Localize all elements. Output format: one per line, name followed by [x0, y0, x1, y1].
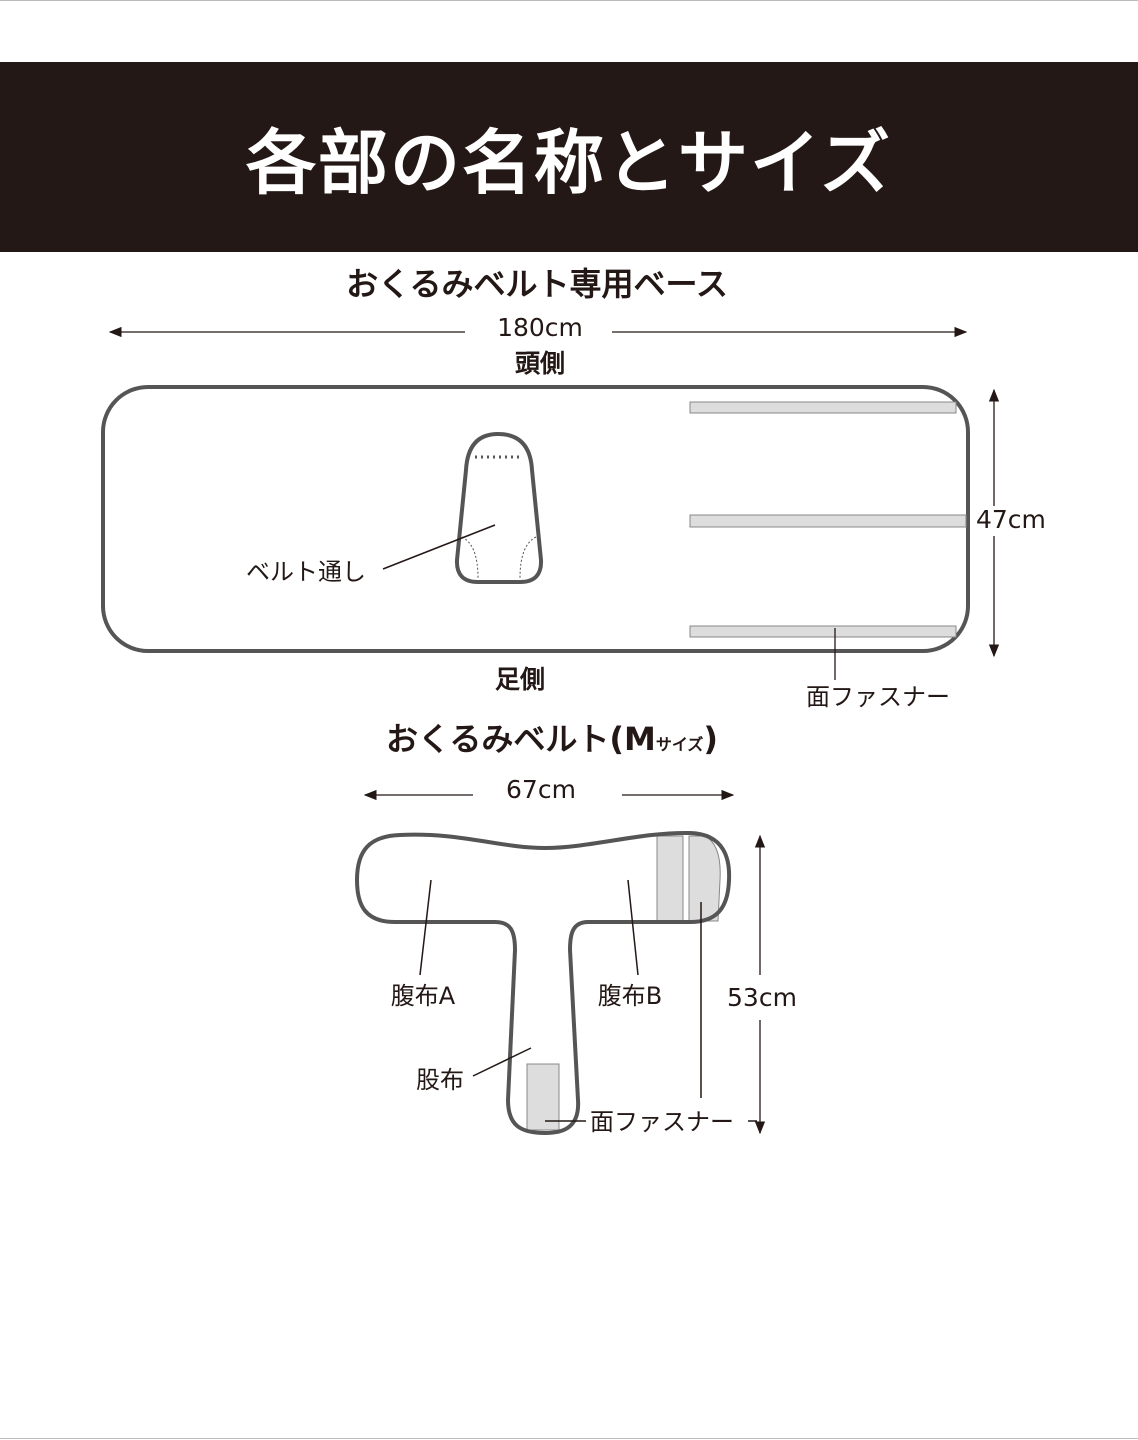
- base-height-label: 47cm: [976, 505, 1046, 534]
- belly-b-label: 腹布B: [598, 982, 662, 1010]
- velcro-strip-middle: [689, 514, 967, 528]
- belt-loop-leader: [382, 524, 496, 570]
- belt-subtitle: おくるみベルト(Mサイズ): [386, 720, 718, 758]
- velcro-strip-top: [689, 401, 957, 414]
- top-divider: [0, 0, 1138, 1]
- page-title: 各部の名称とサイズ: [246, 121, 892, 204]
- belly-a-leader: [419, 879, 432, 976]
- belt-loop-dash-left: [461, 536, 479, 579]
- belly-a-label: 腹布A: [391, 982, 456, 1010]
- belt-t-shape: [354, 830, 732, 1136]
- base-width-label: 180cm: [497, 313, 583, 342]
- title-banner: 各部の名称とサイズ: [0, 62, 1138, 252]
- base-subtitle: おくるみベルト専用ベース: [346, 265, 728, 303]
- belt-loop-dash-right: [519, 536, 537, 579]
- belt-velcro-label: 面ファスナー: [590, 1108, 734, 1136]
- crotch-leader: [472, 1047, 532, 1077]
- bottom-divider: [0, 1438, 1138, 1439]
- foot-side-label: 足側: [495, 665, 545, 694]
- belt-velcro-a: [656, 835, 684, 922]
- belt-velcro-b: [688, 835, 721, 922]
- belly-b-leader: [627, 879, 639, 976]
- crotch-label: 股布: [416, 1066, 464, 1094]
- crotch-velcro: [526, 1063, 560, 1131]
- belt-loop-label: ベルト通し: [246, 558, 366, 586]
- head-side-label: 頭側: [515, 349, 565, 378]
- velcro-strip-bottom: [689, 625, 957, 638]
- belt-loop-shape: [454, 431, 544, 584]
- base-velcro-label: 面ファスナー: [806, 683, 950, 711]
- belt-height-label: 53cm: [727, 983, 797, 1012]
- belt-width-label: 67cm: [506, 775, 576, 804]
